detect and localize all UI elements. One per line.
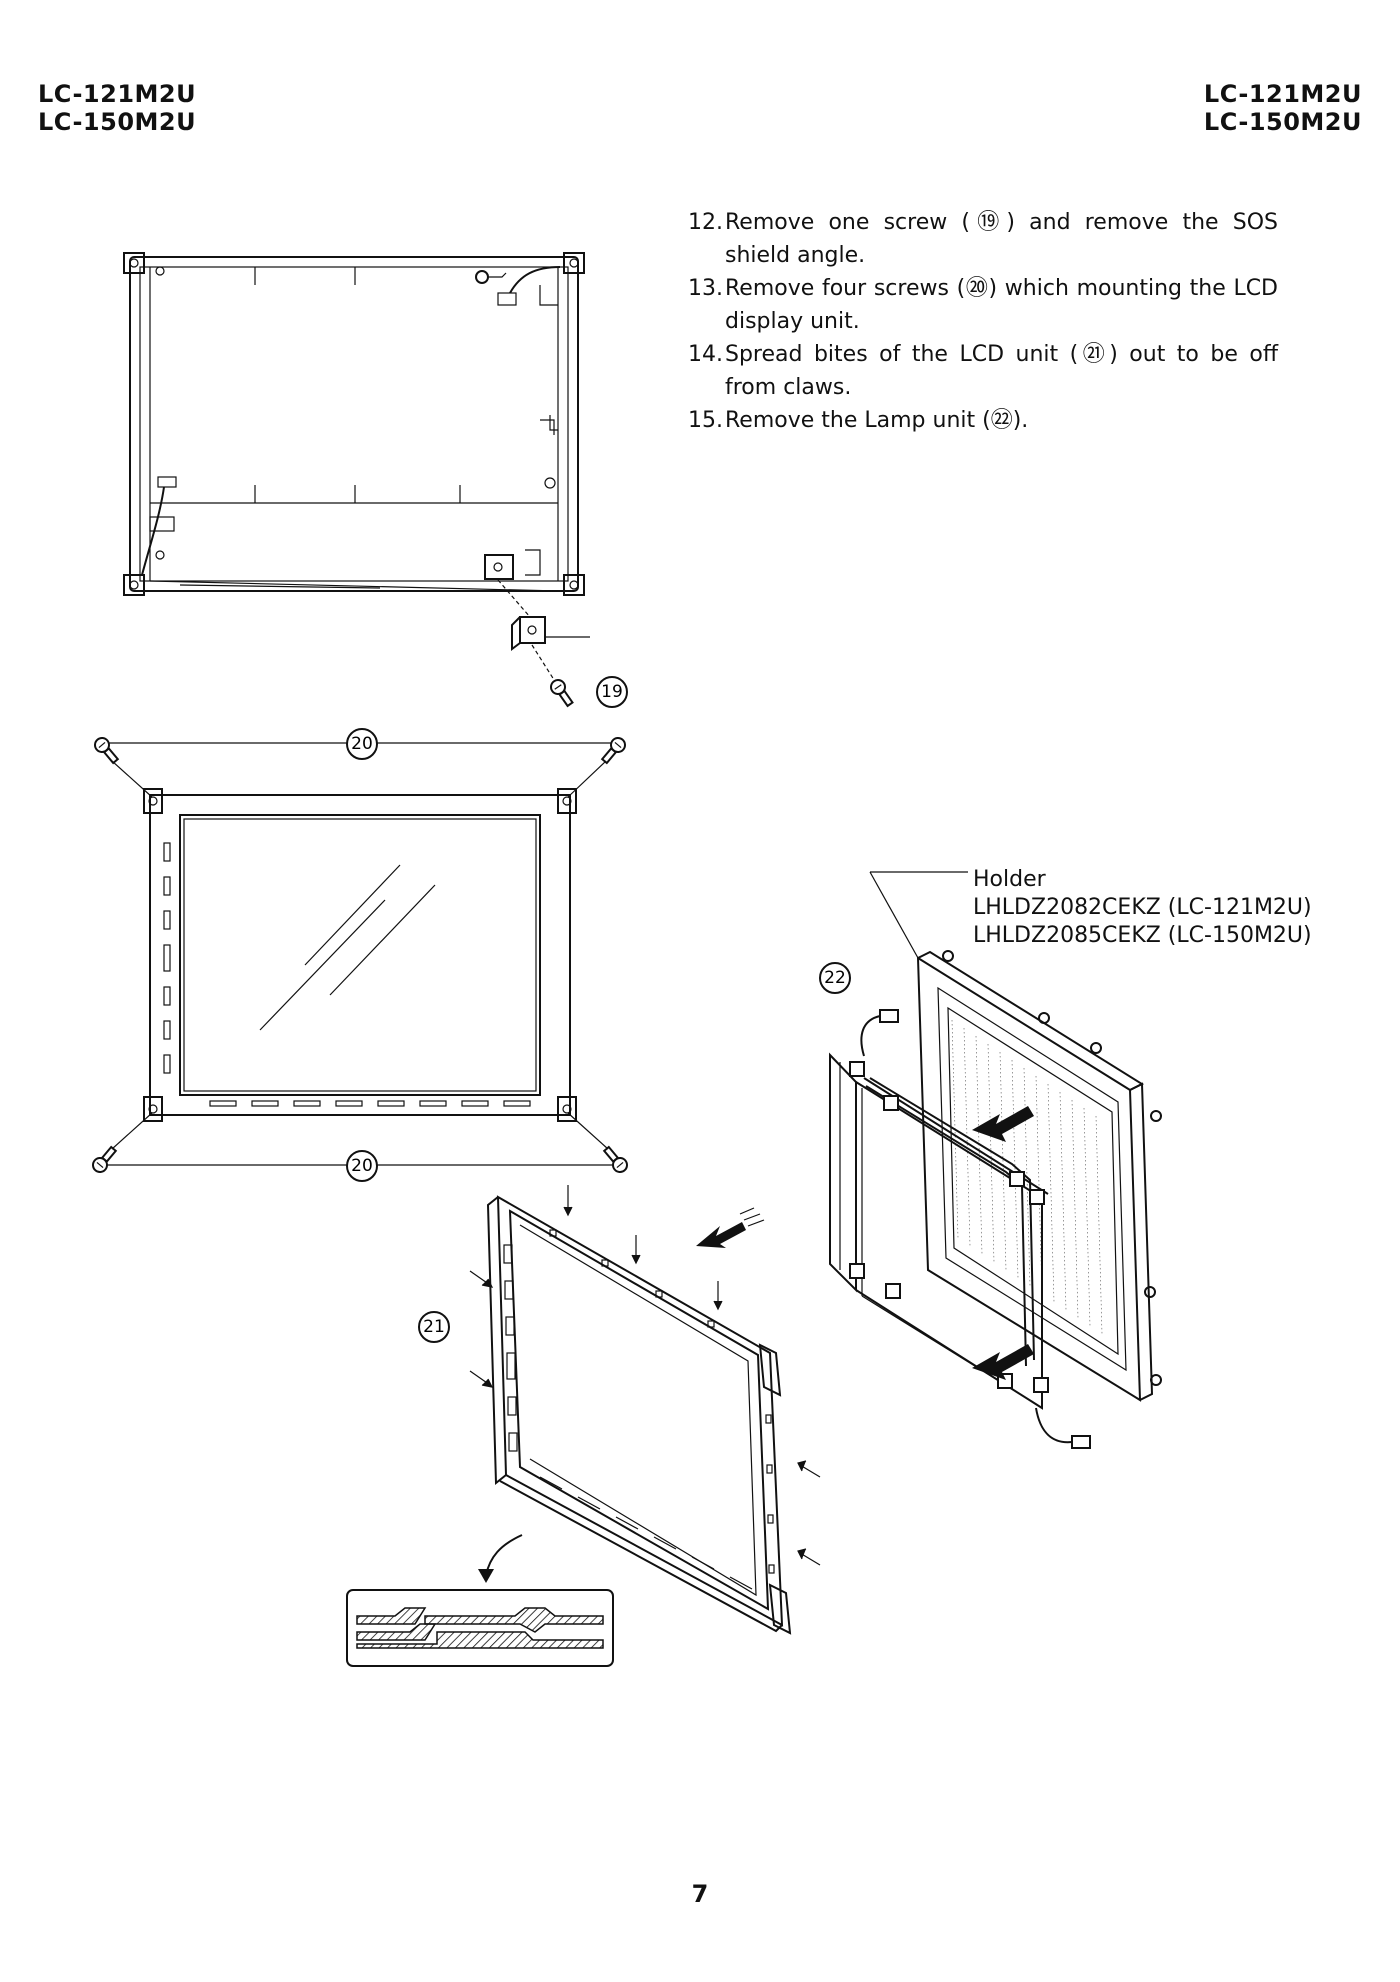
direction-arrow <box>696 1207 765 1248</box>
step-number: 12. <box>688 210 723 235</box>
callout-20-top-label: 20 <box>351 734 373 754</box>
figure-lamp-unit-holder <box>829 871 1162 1449</box>
model-number: LC-150M2U <box>38 108 197 136</box>
step-text: Remove one screw (⑲) and remove the SOS … <box>725 210 1278 268</box>
callout-22-circle: 22 <box>819 962 851 994</box>
step-12: 12. Remove one screw (⑲) and remove the … <box>688 206 1278 272</box>
step-15: 15. Remove the Lamp unit (㉒). <box>688 404 1278 437</box>
figure-lcd-unit-frame <box>469 1185 821 1635</box>
callout-19-circle: 19 <box>596 676 628 708</box>
figure-lcd-display-unit <box>92 737 628 1173</box>
holder-label: Holder LHLDZ2082CEKZ (LC-121M2U) LHLDZ20… <box>973 866 1312 950</box>
step-number: 13. <box>688 276 723 301</box>
callout-21-label: 21 <box>423 1317 445 1337</box>
holder-part-lc121: LHLDZ2082CEKZ (LC-121M2U) <box>973 895 1312 920</box>
callout-20-bottom-label: 20 <box>351 1156 373 1176</box>
model-number: LC-150M2U <box>1203 108 1362 136</box>
header-models-right: LC-121M2U LC-150M2U <box>1204 80 1362 136</box>
callout-21-circle: 21 <box>418 1311 450 1343</box>
holder-part-lc150: LHLDZ2085CEKZ (LC-150M2U) <box>973 923 1312 948</box>
step-14: 14. Spread bites of the LCD unit (㉑) out… <box>688 338 1278 404</box>
step-text: Remove the Lamp unit (㉒). <box>725 408 1029 433</box>
step-text: Spread bites of the LCD unit (㉑) out to … <box>725 342 1278 400</box>
page-number: 7 <box>691 1880 709 1908</box>
callout-22-label: 22 <box>824 968 846 988</box>
step-number: 14. <box>688 342 723 367</box>
step-13: 13. Remove four screws (⑳) which mountin… <box>688 272 1278 338</box>
callout-19-label: 19 <box>601 682 623 702</box>
model-number: LC-121M2U <box>1203 80 1362 108</box>
figure-claw-detail <box>346 1589 614 1667</box>
callout-20-bottom-circle: 20 <box>346 1150 378 1182</box>
callout-20-top-circle: 20 <box>346 728 378 760</box>
disassembly-steps: 12. Remove one screw (⑲) and remove the … <box>688 206 1278 437</box>
header-models-left: LC-121M2U LC-150M2U <box>38 80 196 136</box>
step-text: Remove four screws (⑳) which mounting th… <box>725 276 1278 334</box>
figure-lcd-rear-view <box>123 252 590 708</box>
holder-title: Holder <box>973 867 1046 892</box>
step-number: 15. <box>688 408 723 433</box>
model-number: LC-121M2U <box>38 80 197 108</box>
